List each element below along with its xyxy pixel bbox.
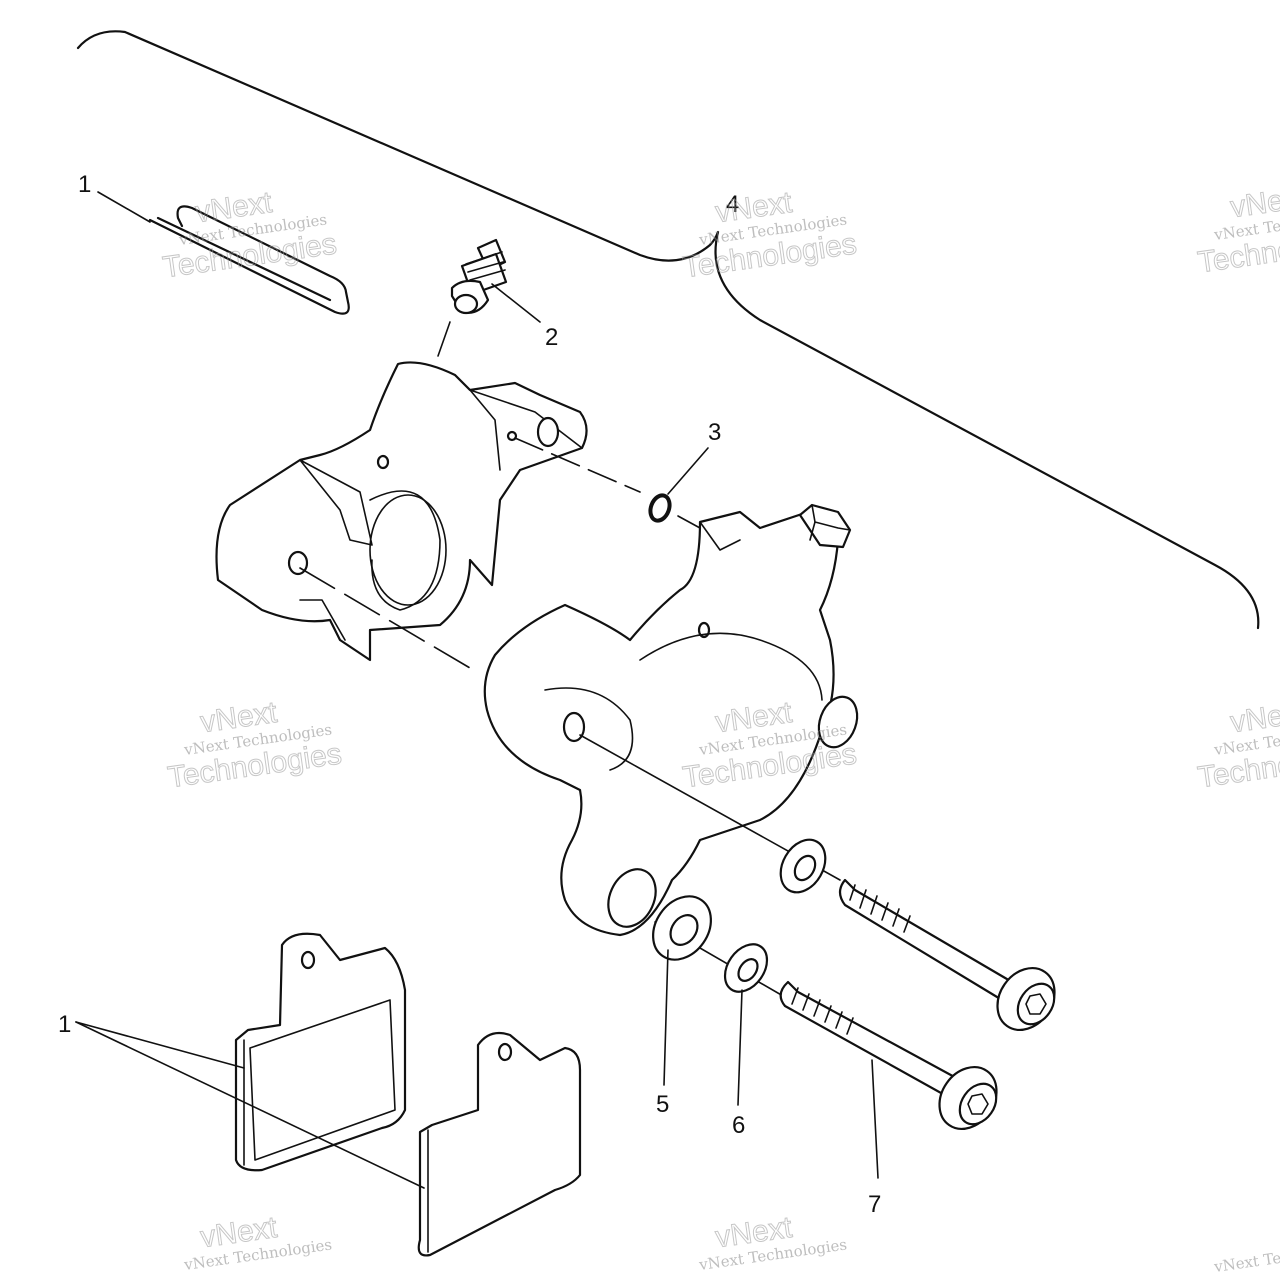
bolt-upper [838,878,1056,1031]
caliper-outer-half [215,361,588,662]
brake-pad-right [417,1031,582,1257]
watermark-top-right: vNext vNext Technologies Technologies [1195,180,1280,280]
leader-line-3 [667,447,709,495]
caliper-nut [798,503,852,549]
watermark-mid-right: vNext vNext Technologies Technologies [1195,695,1280,795]
watermark-bottom-left: vNext vNext Technologies [182,1210,333,1274]
o-ring [648,493,672,523]
leader-line-7 [871,1059,879,1179]
leader-line-2 [491,283,541,323]
watermark-top-center: vNext vNext Technologies Technologies [680,185,859,285]
callout-3: 3 [708,419,721,446]
centerline-upper [514,437,641,493]
watermark-bottom-center: vNext vNext Technologies [697,1210,848,1274]
caliper-assembly-bracket-line [76,30,1260,630]
washer-5 [652,895,712,961]
bleeder-valve [450,238,508,315]
cotter-pin [148,205,350,315]
leader-line-1-bottom-a [75,1021,245,1069]
o-ring-centerline [677,515,701,529]
washer-6 [723,943,769,993]
brake-pad-left [234,932,407,1172]
callout-1-bottom: 1 [58,1011,71,1038]
callout-1-top: 1 [78,171,91,198]
leader-line-5 [663,949,669,1086]
leader-line-6 [737,989,743,1106]
svg-text:vNext Technologies: vNext Technologies [1212,1237,1280,1276]
watermark-mid-left: vNext vNext Technologies Technologies [165,695,344,795]
watermark-bottom-right: vNext Technologies [1212,1237,1280,1276]
callout-4: 4 [726,191,739,218]
bleeder-centerline [437,321,451,357]
leader-line-1-top [97,191,151,223]
centerline-lower [299,567,471,669]
callout-7: 7 [868,1191,881,1218]
callout-6: 6 [732,1112,745,1139]
washer-upper [779,838,827,894]
caliper-inner-half [483,503,859,937]
callout-5: 5 [656,1091,669,1118]
watermark-top-left: vNext vNext Technologies Technologies [160,185,339,285]
callout-2: 2 [545,324,558,351]
leader-line-1-bottom-b [75,1021,425,1189]
bolt-lower [779,980,998,1130]
